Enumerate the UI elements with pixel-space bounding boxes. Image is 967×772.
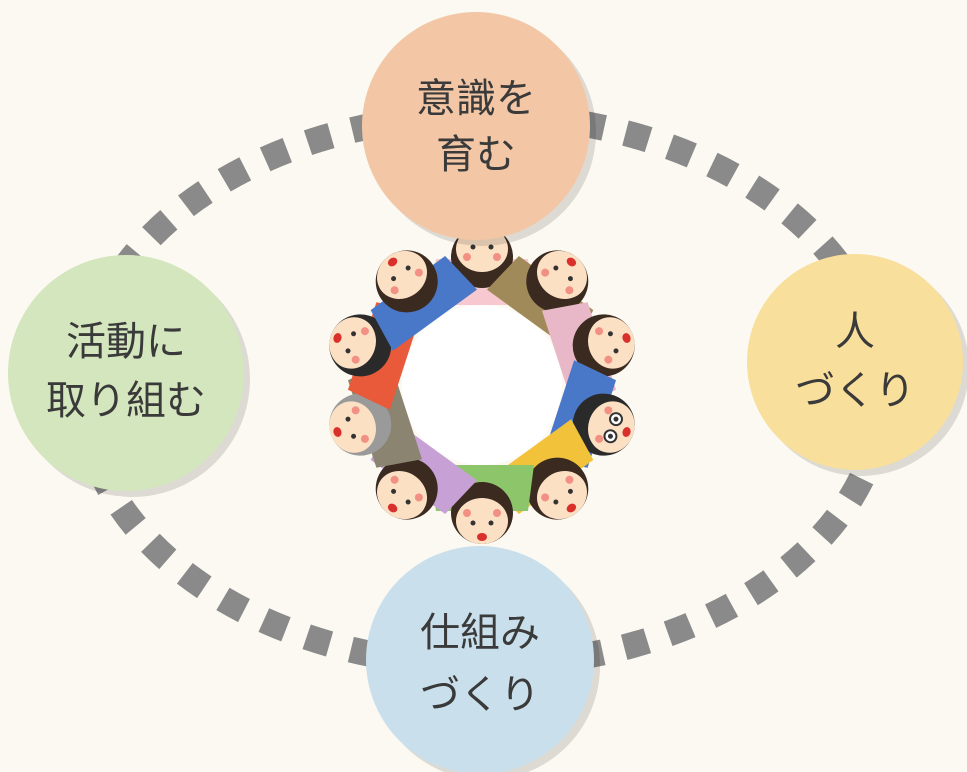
node-left: 活動に 取り組む [8, 255, 250, 497]
person-eye [613, 348, 619, 354]
person-cheek [414, 493, 423, 502]
person-eye [470, 520, 476, 526]
node-top-circle [362, 12, 590, 240]
person-cheek [390, 286, 399, 295]
person-eye [470, 244, 476, 250]
person-cheek [414, 268, 423, 277]
node-left-line-2: 取り組む [46, 378, 206, 424]
node-top-line-2: 育む [436, 132, 516, 178]
node-right-line-1: 人 [835, 309, 875, 355]
person-cheek [360, 327, 369, 336]
person-eye [405, 499, 411, 505]
person-cheek [463, 253, 471, 261]
person-eye [351, 433, 357, 439]
person-eye [553, 265, 559, 271]
node-top-line-1: 意識を [416, 76, 536, 122]
person-cheek [541, 493, 550, 502]
people-circle-illustration [329, 226, 635, 544]
illustration-center [402, 305, 562, 465]
person-cheek [493, 509, 501, 517]
person-mouth [387, 503, 398, 513]
person-cheek [565, 475, 574, 484]
person-mouth [566, 503, 577, 513]
person-eye [391, 276, 397, 282]
person-eye [607, 331, 613, 337]
person-eye [567, 276, 573, 282]
person-eye [391, 488, 397, 494]
person-mouth [622, 333, 631, 343]
person-cheek [565, 286, 574, 295]
person-eye [613, 416, 619, 422]
person-mouth [477, 533, 487, 541]
node-top: 意識を 育む [362, 12, 596, 246]
person-cheek [604, 406, 613, 415]
person-cheek [390, 475, 399, 484]
node-right-line-2: づくり [795, 368, 915, 414]
person-mouth [566, 257, 577, 267]
person-eye [488, 244, 494, 250]
node-bottom-line-1: 仕組み [420, 610, 540, 656]
person-face [456, 498, 508, 544]
person-cheek [351, 355, 360, 364]
person-eye [553, 499, 559, 505]
person-figure [370, 250, 478, 351]
person-cheek [360, 434, 369, 443]
person-eye [607, 433, 613, 439]
person-cheek [595, 434, 604, 443]
person-cheek [493, 253, 501, 261]
node-bottom: 仕組み づくり [366, 546, 600, 772]
node-right-circle [747, 254, 963, 470]
person-eye [351, 331, 357, 337]
person-cheek [604, 355, 613, 364]
person-eye [488, 520, 494, 526]
person-mouth [387, 257, 398, 267]
person-cheek [595, 327, 604, 336]
node-bottom-circle [366, 546, 594, 772]
node-left-line-1: 活動に [66, 319, 186, 365]
person-mouth [333, 333, 342, 343]
person-cheek [463, 509, 471, 517]
node-right: 人 づくり [747, 254, 967, 476]
person-eye [567, 488, 573, 494]
person-mouth [622, 427, 631, 437]
person-mouth [333, 427, 342, 437]
person-cheek [351, 406, 360, 415]
node-left-circle [8, 255, 244, 491]
person-eye [405, 265, 411, 271]
person-cheek [541, 268, 550, 277]
node-bottom-line-2: づくり [420, 672, 540, 718]
person-eye [345, 348, 351, 354]
person-eye [345, 416, 351, 422]
